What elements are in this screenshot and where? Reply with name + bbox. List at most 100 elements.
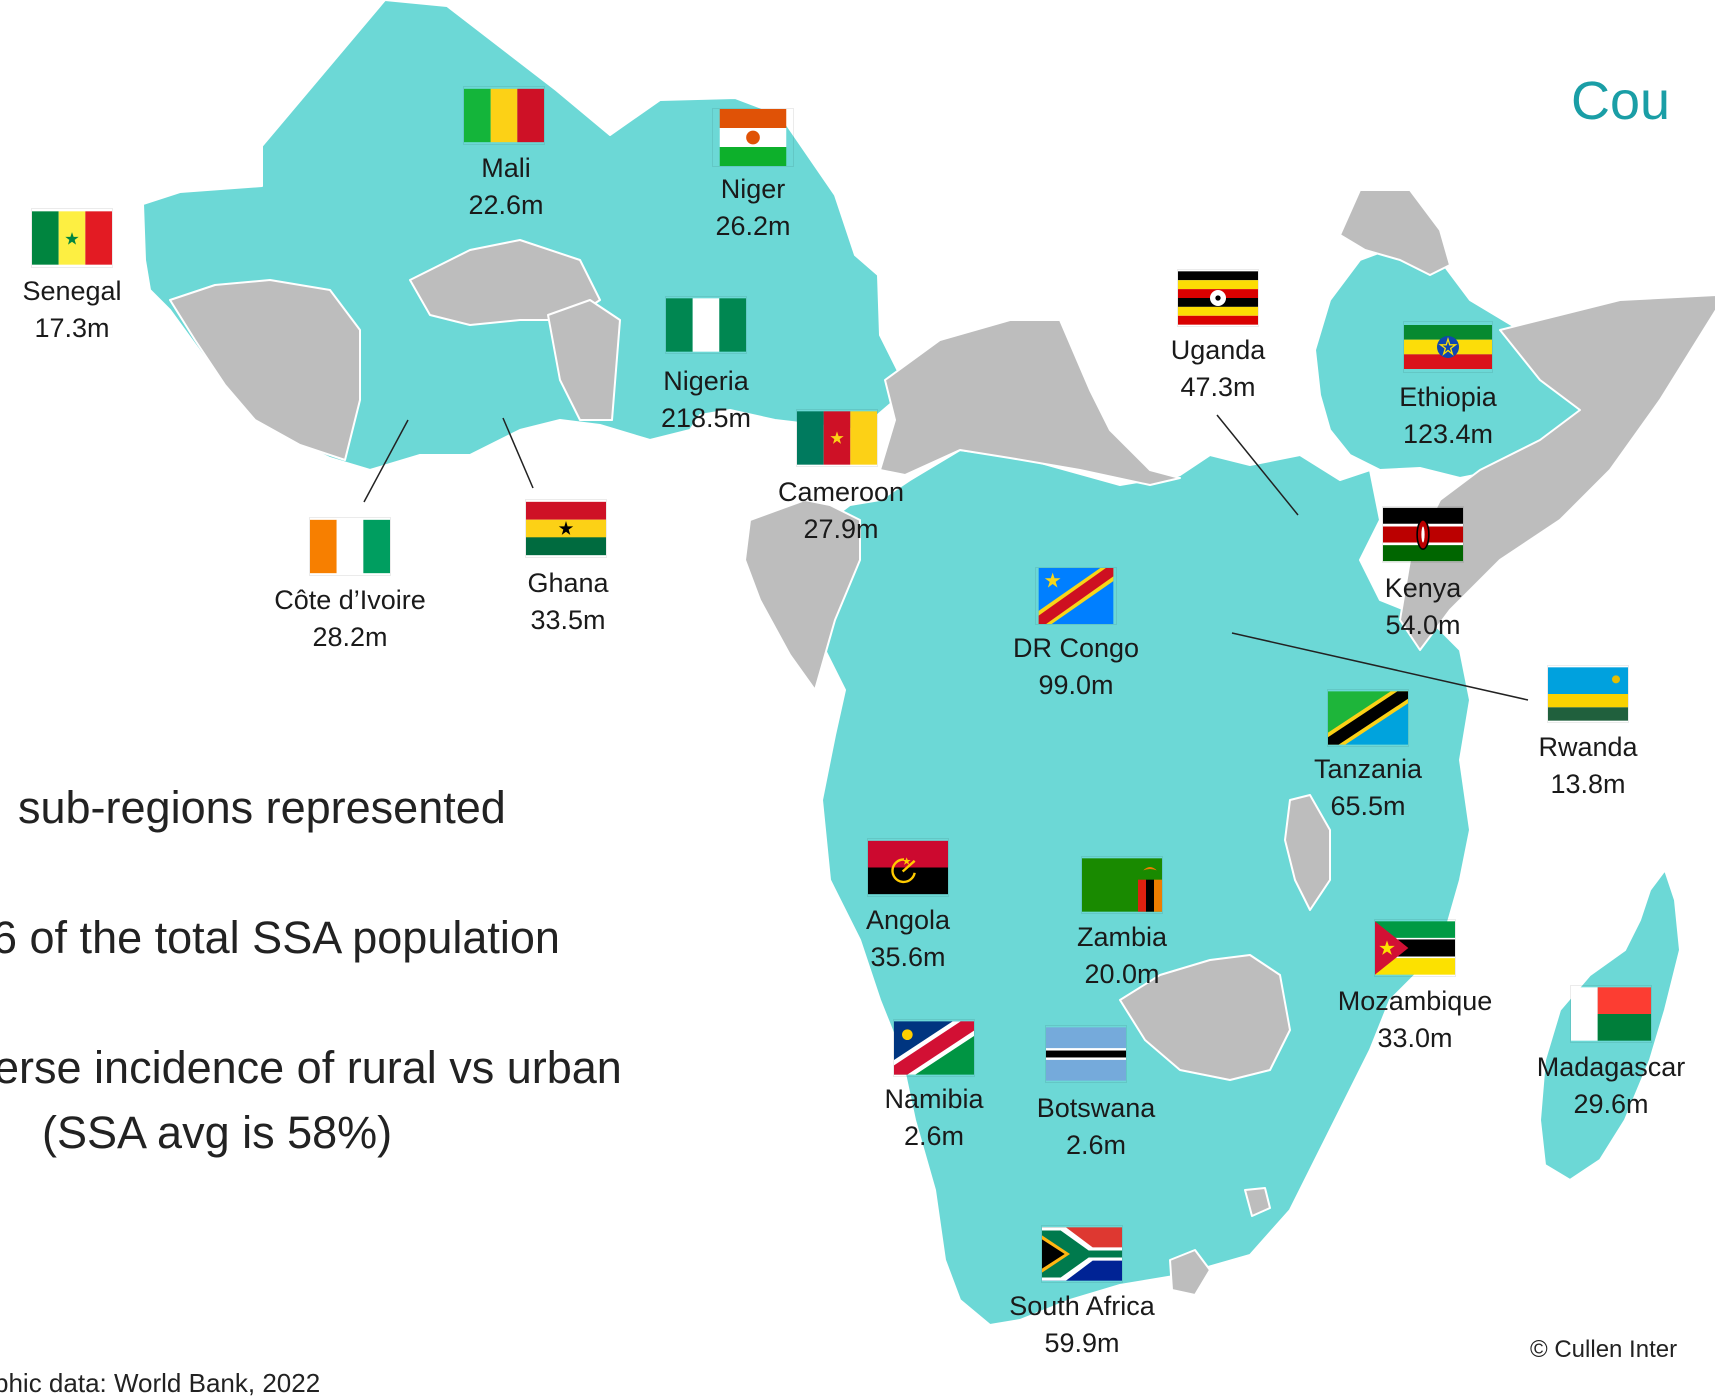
country-population: 27.9m bbox=[803, 514, 879, 544]
country-label-senegal: Senegal 17.3m bbox=[22, 273, 121, 347]
map-eswatini-area bbox=[1244, 1187, 1271, 1217]
namibia-flag bbox=[894, 1021, 974, 1075]
bullet-rural-urban: erse incidence of rural vs urban bbox=[0, 1042, 622, 1093]
country-name: Mali bbox=[481, 153, 531, 183]
country-label-nigeria: Nigeria 218.5m bbox=[661, 363, 751, 437]
map-other-region bbox=[169, 189, 1716, 1296]
map-eritrea-area bbox=[1339, 189, 1451, 276]
ghana-flag bbox=[526, 501, 606, 556]
map-somalia-area bbox=[1399, 294, 1716, 651]
country-name: Angola bbox=[865, 905, 951, 935]
country-population: 28.2m bbox=[312, 622, 388, 652]
country-population: 29.6m bbox=[1573, 1089, 1649, 1119]
country-name: Madagascar bbox=[1536, 1052, 1686, 1082]
mali-flag bbox=[464, 88, 544, 143]
country-population: 35.6m bbox=[870, 942, 946, 972]
senegal-flag bbox=[32, 211, 112, 265]
country-label-cote-divoire: Côte d’Ivoire 28.2m bbox=[274, 582, 426, 656]
country-name: Ghana bbox=[527, 568, 609, 598]
country-label-tanzania: Tanzania 65.5m bbox=[1314, 751, 1422, 825]
bullet-ssa-avg: (SSA avg is 58%) bbox=[42, 1107, 393, 1158]
country-name: Namibia bbox=[884, 1084, 984, 1114]
country-population: 20.0m bbox=[1084, 959, 1160, 989]
country-name: Senegal bbox=[22, 276, 122, 306]
map-chad-car-area bbox=[879, 319, 1181, 486]
country-name: Tanzania bbox=[1313, 754, 1423, 784]
country-population: 13.8m bbox=[1550, 769, 1626, 799]
country-name: Zambia bbox=[1076, 922, 1168, 952]
country-name: South Africa bbox=[1009, 1291, 1155, 1321]
country-population: 123.4m bbox=[1402, 419, 1494, 449]
data-source: phic data: World Bank, 2022 bbox=[0, 1368, 321, 1398]
country-population: 33.5m bbox=[530, 605, 606, 635]
country-name: Côte d’Ivoire bbox=[274, 585, 426, 615]
nigeria-flag bbox=[666, 298, 746, 352]
leader-line-rwanda bbox=[1231, 632, 1529, 701]
page-title: Cou bbox=[1571, 71, 1671, 131]
country-population: 218.5m bbox=[660, 403, 752, 433]
country-label-cameroon: Cameroon 27.9m bbox=[778, 474, 904, 548]
country-population: 22.6m bbox=[468, 190, 544, 220]
country-label-zambia: Zambia 20.0m bbox=[1077, 919, 1167, 993]
map-lesotho-area bbox=[1169, 1249, 1211, 1296]
map-zimbabwe-area bbox=[1119, 954, 1291, 1081]
country-label-kenya: Kenya 54.0m bbox=[1385, 570, 1462, 644]
tanzania-flag bbox=[1328, 691, 1408, 745]
country-label-dr-congo: DR Congo 99.0m bbox=[1013, 630, 1139, 704]
country-name: Mozambique bbox=[1337, 986, 1493, 1016]
bullet-subregions: sub-regions represented bbox=[18, 782, 506, 833]
country-population: 2.6m bbox=[903, 1121, 965, 1151]
botswana-flag bbox=[1046, 1027, 1126, 1081]
leader-lines bbox=[363, 414, 1529, 701]
country-label-rwanda: Rwanda 13.8m bbox=[1538, 729, 1637, 803]
madagascar-flag bbox=[1571, 987, 1651, 1041]
country-label-mozambique: Mozambique 33.0m bbox=[1338, 983, 1493, 1057]
country-population: 2.6m bbox=[1065, 1130, 1127, 1160]
country-name: Botswana bbox=[1036, 1093, 1156, 1123]
cote-divoire-flag bbox=[310, 519, 390, 574]
country-name: Kenya bbox=[1384, 573, 1462, 603]
map-guinea-area bbox=[169, 279, 361, 461]
dr-congo-flag bbox=[1038, 568, 1114, 624]
south-africa-flag bbox=[1042, 1227, 1122, 1281]
country-label-south-africa: South Africa 59.9m bbox=[1009, 1288, 1155, 1362]
country-name: Niger bbox=[720, 174, 786, 204]
country-population: 17.3m bbox=[34, 313, 110, 343]
zambia-flag bbox=[1082, 858, 1162, 912]
country-label-niger: Niger 26.2m bbox=[715, 171, 790, 245]
country-label-uganda: Uganda 47.3m bbox=[1171, 332, 1266, 406]
rwanda-flag bbox=[1548, 667, 1628, 721]
country-label-mali: Mali 22.6m bbox=[468, 150, 543, 224]
country-label-ghana: Ghana 33.5m bbox=[527, 565, 608, 639]
mozambique-flag bbox=[1375, 921, 1455, 975]
map-benin-area bbox=[547, 299, 621, 421]
uganda-flag bbox=[1178, 271, 1258, 325]
country-label-angola: Angola 35.6m bbox=[866, 902, 950, 976]
country-label-botswana: Botswana 2.6m bbox=[1037, 1090, 1156, 1164]
country-population: 26.2m bbox=[715, 211, 791, 241]
country-population: 59.9m bbox=[1044, 1328, 1120, 1358]
country-name: DR Congo bbox=[1012, 633, 1140, 663]
bullet-population: 6 of the total SSA population bbox=[0, 912, 560, 963]
cameroon-flag bbox=[797, 411, 877, 465]
leader-line-cote-divoire bbox=[363, 419, 409, 503]
leader-line-uganda bbox=[1216, 414, 1299, 516]
country-name: Uganda bbox=[1170, 335, 1266, 365]
country-label-madagascar: Madagascar 29.6m bbox=[1537, 1049, 1686, 1123]
map-gabon-area bbox=[744, 499, 861, 691]
country-name: Cameroon bbox=[777, 477, 905, 507]
country-population: 99.0m bbox=[1038, 670, 1114, 700]
niger-flag bbox=[719, 109, 787, 166]
ethiopia-flag bbox=[1404, 325, 1492, 369]
copyright-credit: © Cullen Inter bbox=[1530, 1336, 1678, 1363]
country-population: 47.3m bbox=[1180, 372, 1256, 402]
country-name: Rwanda bbox=[1538, 732, 1638, 762]
country-name: Ethiopia bbox=[1399, 382, 1497, 412]
leader-line-ghana bbox=[502, 417, 534, 489]
country-population: 65.5m bbox=[1330, 791, 1406, 821]
country-name: Nigeria bbox=[663, 366, 749, 396]
country-population: 54.0m bbox=[1385, 610, 1461, 640]
country-population: 33.0m bbox=[1377, 1023, 1453, 1053]
angola-flag bbox=[868, 840, 948, 895]
